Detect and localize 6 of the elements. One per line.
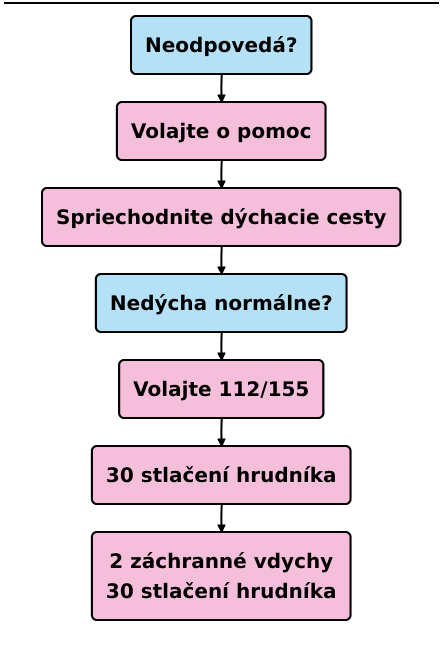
arrow — [217, 504, 226, 533]
arrow — [217, 74, 226, 103]
arrow — [217, 418, 226, 447]
arrow — [217, 332, 226, 361]
arrow — [217, 160, 226, 189]
arrow — [217, 246, 226, 275]
